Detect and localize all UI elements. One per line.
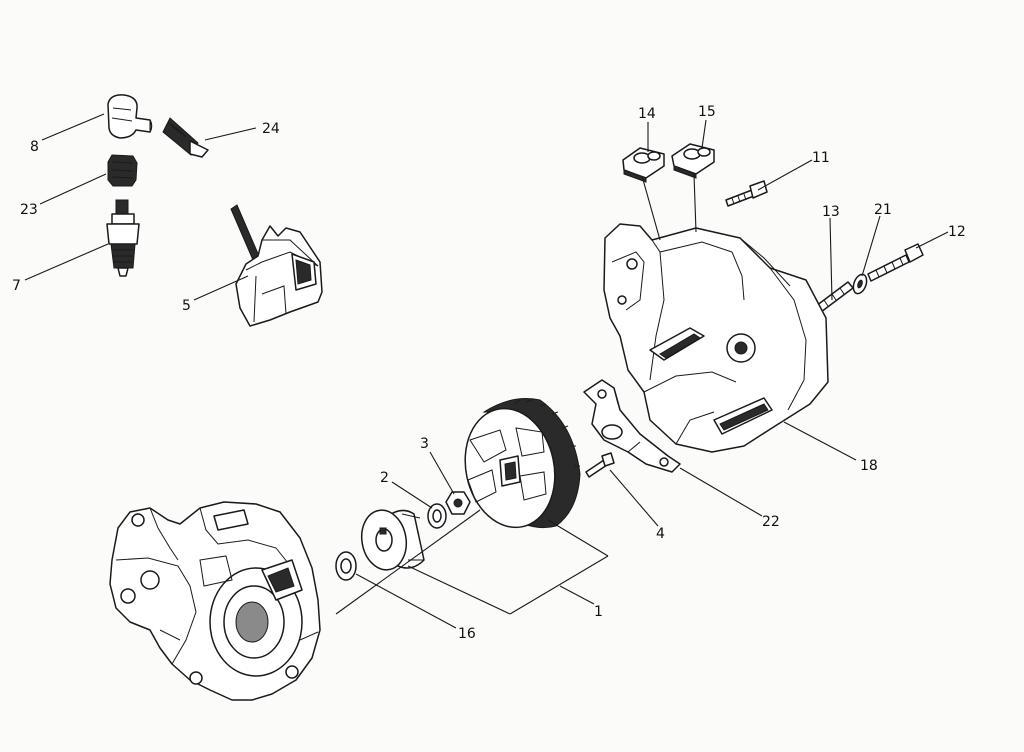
part-11-screw bbox=[725, 180, 768, 207]
leader-3 bbox=[429, 451, 455, 495]
part-3-nut bbox=[445, 491, 471, 515]
leader-8 bbox=[41, 113, 105, 141]
callout-5: 5 bbox=[182, 298, 191, 314]
callout-3: 3 bbox=[420, 436, 429, 452]
callout-4: 4 bbox=[656, 526, 665, 542]
callout-18: 18 bbox=[860, 458, 878, 474]
leader-13 bbox=[829, 217, 833, 301]
part-13-pin bbox=[815, 281, 854, 313]
leader-23 bbox=[39, 173, 107, 205]
part-14-terminal bbox=[622, 147, 665, 183]
callout-11: 11 bbox=[812, 150, 830, 166]
callout-16: 16 bbox=[458, 626, 476, 642]
callout-12: 12 bbox=[948, 224, 966, 240]
leader-12 bbox=[915, 231, 949, 249]
leader-21 bbox=[861, 215, 881, 277]
leader-15b bbox=[693, 173, 697, 233]
leader-24 bbox=[204, 127, 257, 141]
part-5-ignition-coil bbox=[230, 204, 323, 327]
part-15-terminal bbox=[671, 143, 715, 179]
callout-8: 8 bbox=[30, 139, 39, 155]
part-8-plug-cap bbox=[107, 94, 153, 139]
leader-4 bbox=[609, 469, 659, 527]
part-16-washer bbox=[335, 551, 357, 581]
part-2-washer bbox=[427, 503, 447, 529]
callout-1: 1 bbox=[594, 604, 603, 620]
leader-1 bbox=[559, 585, 595, 605]
callout-15: 15 bbox=[698, 104, 716, 120]
part-23-sleeve bbox=[107, 154, 138, 187]
part-22-bracket bbox=[583, 379, 681, 473]
callout-21: 21 bbox=[874, 202, 892, 218]
callout-14: 14 bbox=[638, 106, 656, 122]
callout-22: 22 bbox=[762, 514, 780, 530]
part-24-suppressor bbox=[162, 117, 209, 158]
part-21-washer bbox=[852, 273, 868, 295]
part-18-stator-cover bbox=[603, 223, 829, 453]
leader-2 bbox=[391, 481, 433, 509]
leader-14b bbox=[641, 175, 661, 241]
leader-22 bbox=[679, 467, 763, 517]
part-12-bolt bbox=[867, 243, 924, 282]
leader-11 bbox=[757, 159, 813, 191]
callout-23: 23 bbox=[20, 202, 38, 218]
leader-crankcase bbox=[335, 509, 481, 615]
leader-16 bbox=[355, 573, 457, 629]
leader-7 bbox=[24, 243, 109, 281]
leader-lines bbox=[24, 113, 949, 629]
callout-7: 7 bbox=[12, 278, 21, 294]
part-4-screw bbox=[585, 452, 615, 478]
leader-1-bracket2 bbox=[509, 555, 609, 615]
leader-1-bracket bbox=[407, 565, 511, 615]
part-7-spark-plug bbox=[106, 199, 140, 277]
leader-5 bbox=[193, 275, 249, 301]
part-1-hub bbox=[360, 509, 425, 571]
callout-2: 2 bbox=[380, 470, 389, 486]
crankcase-housing bbox=[109, 501, 321, 701]
leader-15 bbox=[701, 119, 707, 149]
callout-13: 13 bbox=[822, 204, 840, 220]
part-1-rotor bbox=[464, 398, 581, 529]
callout-24: 24 bbox=[262, 121, 280, 137]
leader-1-bracket3 bbox=[547, 519, 609, 557]
callout-labels: 8 24 23 7 5 14 15 11 13 21 12 18 22 4 3 … bbox=[12, 104, 966, 642]
leader-18 bbox=[783, 421, 857, 461]
